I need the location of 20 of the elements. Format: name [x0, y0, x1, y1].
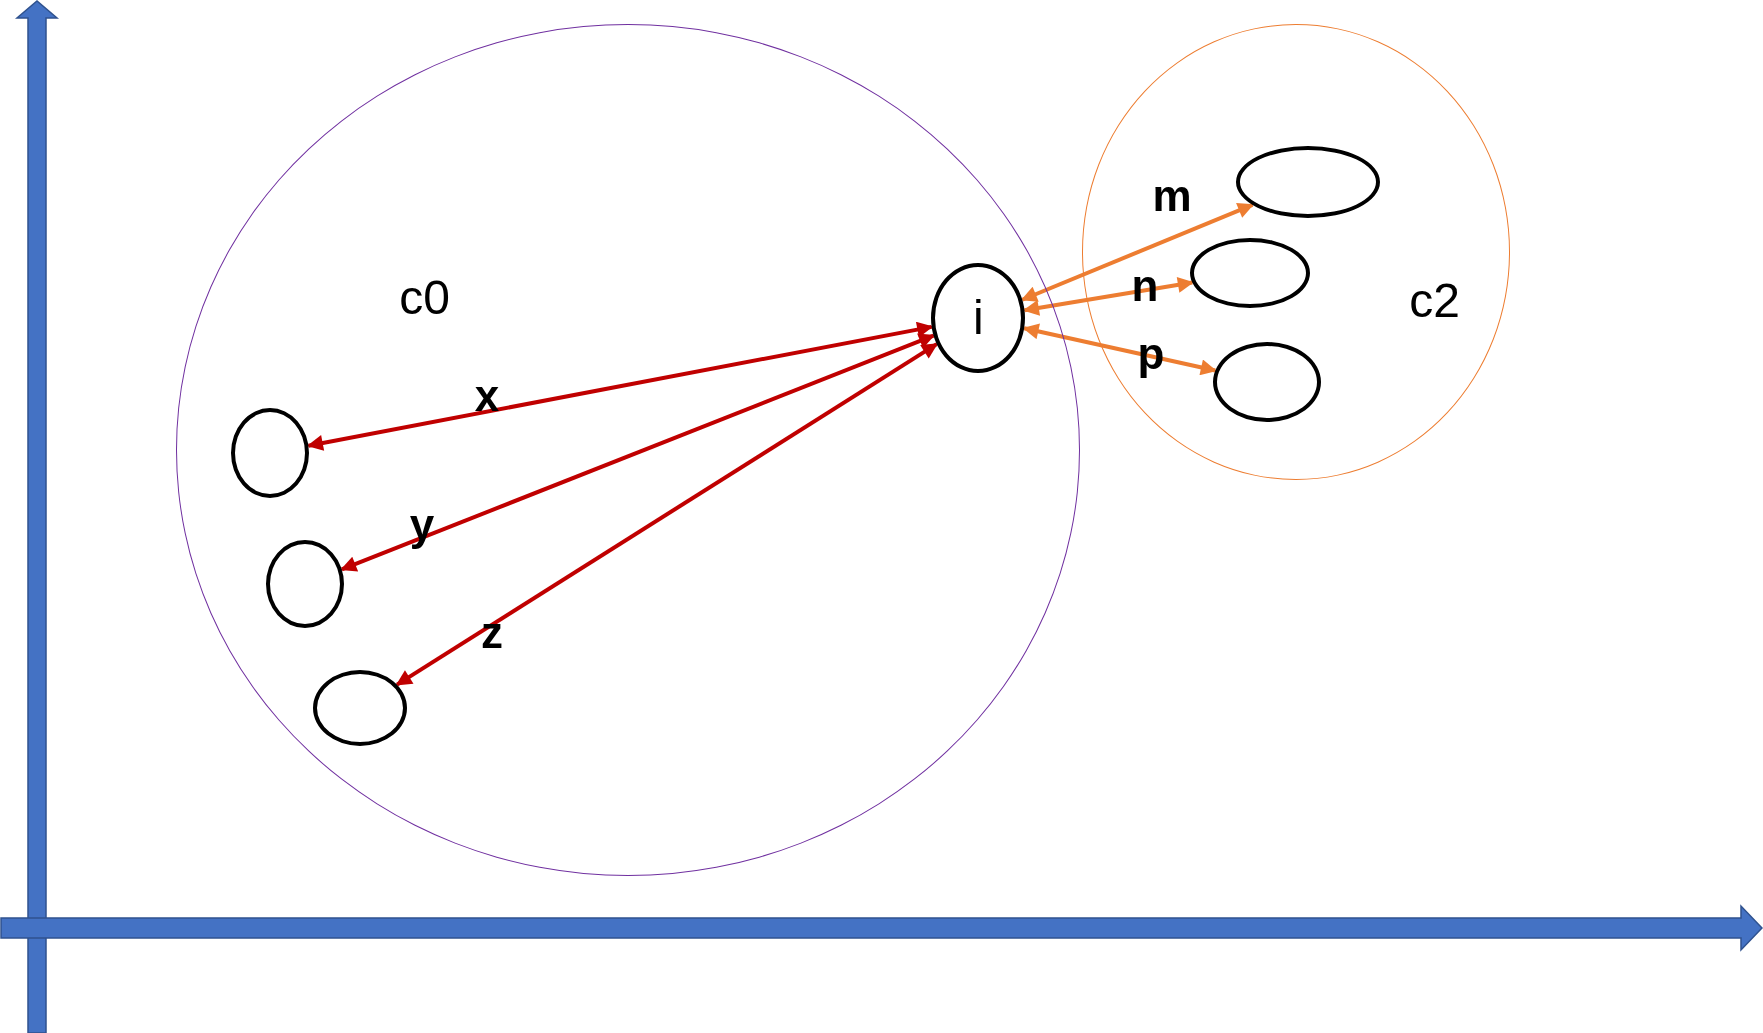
node-ellipse	[266, 540, 345, 629]
cluster-label: c0	[399, 273, 450, 322]
cluster-label: c2	[1409, 276, 1460, 325]
arrow	[1022, 323, 1217, 376]
edge-label: x	[473, 374, 501, 418]
arrow	[1020, 203, 1254, 302]
arrow	[306, 321, 934, 451]
arrow	[340, 333, 935, 572]
edge-label: m	[1151, 174, 1193, 218]
node-ellipse	[1236, 146, 1381, 219]
cluster-ellipse	[1082, 24, 1510, 480]
node-ellipse	[1213, 342, 1322, 423]
arrow	[395, 342, 938, 687]
node-ellipse	[1190, 238, 1311, 309]
edge-label: y	[408, 503, 436, 547]
node-ellipse	[313, 670, 408, 747]
cluster-ellipse	[176, 24, 1080, 876]
node-ellipse	[231, 408, 310, 499]
node-ellipse	[931, 263, 1026, 374]
node-label: i	[972, 294, 984, 343]
